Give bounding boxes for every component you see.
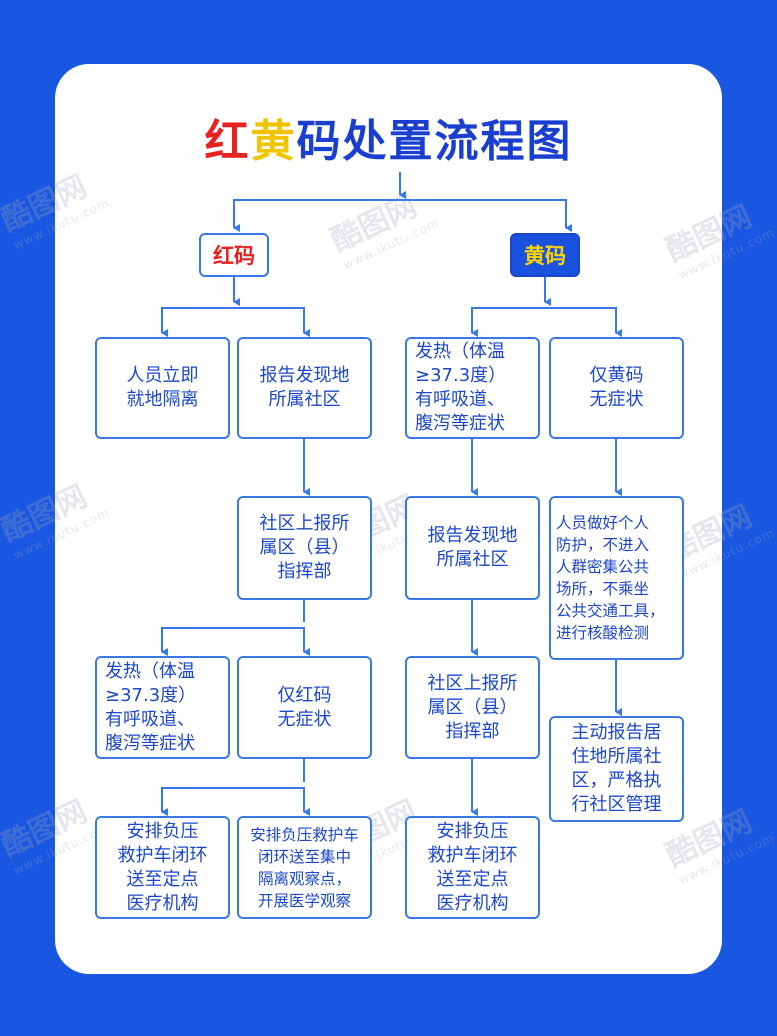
- title-rest: 码处置流程图: [296, 116, 573, 167]
- title-red-char: 红: [204, 116, 251, 167]
- yellow-only-box: 仅黄码 无症状: [549, 337, 684, 439]
- title-yellow-char: 黄: [250, 116, 297, 167]
- red-community-report-box: 社区上报所 属区（县） 指挥部: [237, 496, 372, 600]
- connector: [161, 307, 305, 330]
- yellow-code-tag: 黄码: [510, 233, 580, 277]
- red-concentrated-box: 安排负压救护车 闭环送至集中 隔离观察点， 开展医学观察: [237, 816, 372, 919]
- connector: [161, 627, 305, 640]
- red-isolate-box: 人员立即 就地隔离: [95, 337, 230, 439]
- connector: [161, 787, 305, 800]
- connector: [233, 199, 567, 218]
- yellow-report-box: 报告发现地 所属社区: [405, 496, 540, 600]
- connector: [471, 307, 617, 330]
- red-code-tag: 红码: [199, 233, 269, 277]
- yellow-community-report-box: 社区上报所 属区（县） 指挥部: [405, 656, 540, 759]
- page-title: 红黄码处置流程图: [0, 112, 777, 172]
- red-ambulance-box: 安排负压 救护车闭环 送至定点 医疗机构: [95, 816, 230, 919]
- red-only-box: 仅红码 无症状: [237, 656, 372, 759]
- red-fever-box: 发热（体温 ≥37.3度） 有呼吸道、 腹泻等症状: [95, 656, 230, 759]
- yellow-fever-box: 发热（体温 ≥37.3度） 有呼吸道、 腹泻等症状: [405, 337, 540, 439]
- yellow-ambulance-box: 安排负压 救护车闭环 送至定点 医疗机构: [405, 816, 540, 919]
- yellow-self-report-box: 主动报告居 住地所属社 区，严格执 行社区管理: [549, 716, 684, 822]
- red-report-box: 报告发现地 所属社区: [237, 337, 372, 439]
- yellow-protect-box: 人员做好个人 防护，不进入 人群密集公共 场所，不乘坐 公共交通工具， 进行核酸…: [549, 496, 684, 660]
